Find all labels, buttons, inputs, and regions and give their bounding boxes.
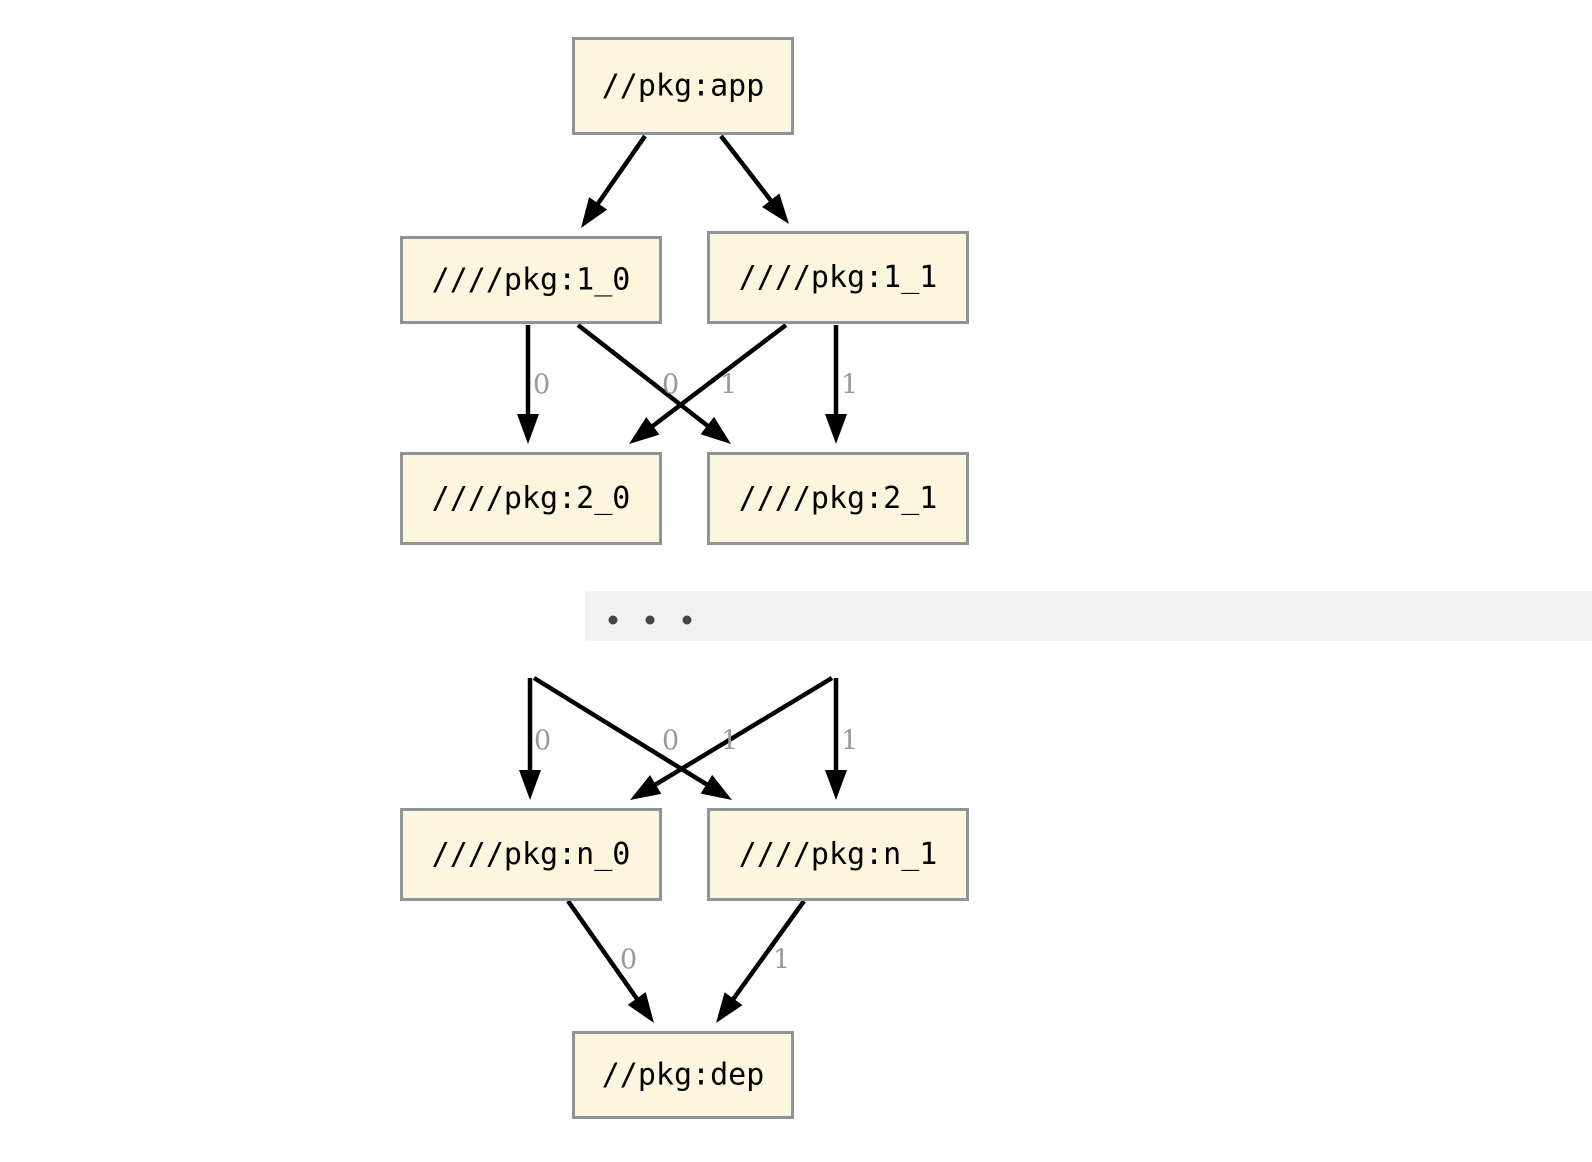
node-box[interactable] <box>572 37 794 135</box>
arrowhead <box>627 992 654 1023</box>
node-label: ////pkg:2_0 <box>432 481 631 516</box>
arrowhead <box>629 417 660 444</box>
node-n1_0[interactable]: ////pkg:1_0 <box>400 236 662 324</box>
node-box[interactable] <box>707 808 969 901</box>
arrowhead <box>630 775 662 800</box>
arrowhead <box>825 770 847 800</box>
node-box[interactable] <box>572 1031 794 1119</box>
edge-cut-to-nn_0 <box>519 678 541 800</box>
node-label: //pkg:dep <box>602 1058 765 1093</box>
node-label: ////pkg:n_1 <box>739 837 938 872</box>
edge-label-5: 1 <box>841 370 858 401</box>
node-box[interactable] <box>400 808 662 901</box>
ellipsis-dots <box>608 615 692 625</box>
edge-labels-group: 0 0 1 1 0 0 1 1 0 1 <box>533 370 858 976</box>
edge-label-7: 0 <box>662 726 679 757</box>
edge-cut-to-nn_0 <box>630 676 834 800</box>
node-label: ////pkg:1_1 <box>739 260 938 295</box>
arrowhead <box>700 416 731 444</box>
arrowhead <box>700 774 732 800</box>
ellipsis-dot-2 <box>682 615 692 625</box>
edge-app-to-n1_0 <box>581 134 647 228</box>
edge-label-2: 0 <box>533 370 550 401</box>
ellipsis-dot-0 <box>608 615 618 625</box>
edge-label-10: 0 <box>620 945 637 976</box>
edge-cut-to-nn_1 <box>825 678 847 800</box>
node-box[interactable] <box>707 231 969 324</box>
node-box[interactable] <box>400 236 662 324</box>
edge-label-6: 0 <box>534 726 551 757</box>
node-n1_1[interactable]: ////pkg:1_1 <box>707 231 969 324</box>
edge-app-to-n1_1 <box>719 134 789 224</box>
node-label: //pkg:app <box>602 69 765 104</box>
edge-nn_0-to-dep <box>566 899 654 1023</box>
arrowhead <box>825 414 847 444</box>
ellipsis-band <box>585 591 1592 641</box>
node-n2_1[interactable]: ////pkg:2_1 <box>707 452 969 545</box>
node-nn_0[interactable]: ////pkg:n_0 <box>400 808 662 901</box>
node-box[interactable] <box>707 452 969 545</box>
node-app[interactable]: //pkg:app <box>572 37 794 135</box>
ellipsis-dot-1 <box>645 615 655 625</box>
edge-n1_0-to-n2_0 <box>517 325 539 444</box>
arrowhead <box>517 414 539 444</box>
node-box[interactable] <box>400 452 662 545</box>
edge-label-3: 0 <box>662 370 679 401</box>
node-label: ////pkg:1_0 <box>432 263 631 298</box>
edges-group <box>517 134 847 1023</box>
node-dep[interactable]: //pkg:dep <box>572 1031 794 1119</box>
ellipsis-group <box>585 591 1592 641</box>
edge-n1_0-to-n2_1 <box>576 323 731 444</box>
node-nn_1[interactable]: ////pkg:n_1 <box>707 808 969 901</box>
arrowhead <box>716 992 743 1023</box>
node-label: ////pkg:2_1 <box>739 481 938 516</box>
edge-cut-to-nn_1 <box>532 676 732 800</box>
edge-label-9: 1 <box>841 726 858 757</box>
arrowhead <box>519 770 541 800</box>
node-n2_0[interactable]: ////pkg:2_0 <box>400 452 662 545</box>
arrowhead <box>761 193 789 224</box>
arrowhead <box>581 197 608 228</box>
edge-n1_1-to-n2_0 <box>629 323 788 444</box>
edge-label-8: 1 <box>721 726 738 757</box>
edge-n1_1-to-n2_1 <box>825 325 847 444</box>
edge-label-11: 1 <box>773 945 790 976</box>
node-label: ////pkg:n_0 <box>432 837 631 872</box>
nodes-group: //pkg:app ////pkg:1_0 ////pkg:1_1 ////pkg:2… <box>400 37 969 1119</box>
edge-label-4: 1 <box>720 370 737 401</box>
edge-nn_1-to-dep <box>716 899 806 1023</box>
